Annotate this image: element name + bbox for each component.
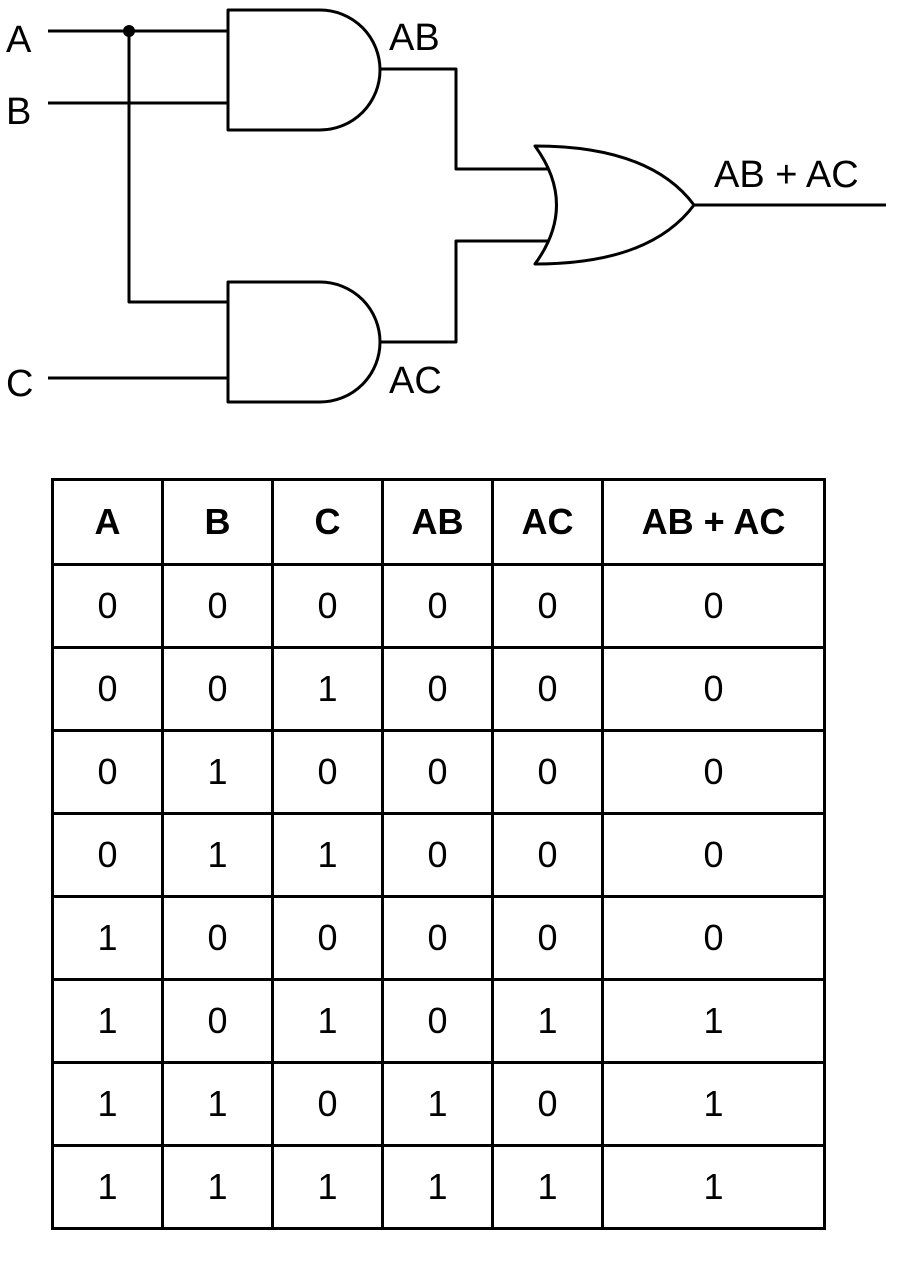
cell-c: 1	[271, 812, 384, 898]
cell-ab: 0	[381, 646, 494, 732]
cell-ab-plus-ac: 0	[601, 646, 826, 732]
cell-c: 0	[271, 563, 384, 649]
cell-ab: 0	[381, 978, 494, 1064]
header-c: C	[271, 478, 384, 566]
cell-ac: 0	[491, 812, 604, 898]
cell-b: 0	[161, 978, 274, 1064]
cell-ab: 1	[381, 1144, 494, 1230]
cell-b: 1	[161, 1061, 274, 1147]
cell-a: 0	[51, 646, 164, 732]
cell-ab: 0	[381, 895, 494, 981]
cell-b: 1	[161, 729, 274, 815]
cell-ac: 0	[491, 646, 604, 732]
header-a: A	[51, 478, 164, 566]
cell-b: 1	[161, 812, 274, 898]
cell-ab-plus-ac: 0	[601, 729, 826, 815]
cell-ac: 0	[491, 1061, 604, 1147]
cell-ab-plus-ac: 1	[601, 1061, 826, 1147]
cell-a: 0	[51, 729, 164, 815]
cell-ab: 0	[381, 563, 494, 649]
cell-ab-plus-ac: 0	[601, 812, 826, 898]
logic-circuit-diagram: A B C AB AC AB + AC	[6, 8, 886, 405]
header-b: B	[161, 478, 274, 566]
input-b-label: B	[6, 91, 31, 133]
cell-ab: 0	[381, 812, 494, 898]
cell-b: 0	[161, 895, 274, 981]
cell-ab: 0	[381, 729, 494, 815]
header-ac: AC	[491, 478, 604, 566]
cell-a: 1	[51, 1061, 164, 1147]
cell-a: 1	[51, 1144, 164, 1230]
and-gate-top	[226, 8, 382, 132]
cell-c: 1	[271, 978, 384, 1064]
table-header-row: A B C AB AC AB + AC	[51, 478, 826, 566]
cell-ab-plus-ac: 0	[601, 563, 826, 649]
junction-dot	[123, 25, 135, 37]
cell-ac: 1	[491, 978, 604, 1064]
or-gate	[533, 144, 696, 266]
cell-a: 0	[51, 563, 164, 649]
cell-b: 0	[161, 563, 274, 649]
cell-ab-plus-ac: 1	[601, 1144, 826, 1230]
cell-a: 0	[51, 812, 164, 898]
wire-a-branch	[127, 31, 228, 304]
cell-ab-plus-ac: 1	[601, 978, 826, 1064]
cell-b: 0	[161, 646, 274, 732]
cell-ac: 0	[491, 729, 604, 815]
wire-ac	[380, 239, 548, 344]
wire-ab	[380, 67, 548, 171]
and2-output-label: AC	[389, 360, 442, 402]
cell-ac: 0	[491, 895, 604, 981]
cell-ac: 1	[491, 1144, 604, 1230]
input-c-label: C	[6, 363, 33, 405]
and-gate-bottom	[226, 280, 382, 404]
cell-c: 0	[271, 895, 384, 981]
or-output-label: AB + AC	[714, 154, 859, 196]
cell-c: 1	[271, 646, 384, 732]
cell-b: 1	[161, 1144, 274, 1230]
and1-output-label: AB	[389, 17, 440, 59]
input-a-label: A	[6, 19, 32, 61]
cell-a: 1	[51, 895, 164, 981]
cell-ab-plus-ac: 0	[601, 895, 826, 981]
header-ab: AB	[381, 478, 494, 566]
cell-a: 1	[51, 978, 164, 1064]
header-ab-plus-ac: AB + AC	[601, 478, 826, 566]
cell-ab: 1	[381, 1061, 494, 1147]
cell-c: 0	[271, 1061, 384, 1147]
cell-c: 0	[271, 729, 384, 815]
cell-c: 1	[271, 1144, 384, 1230]
cell-ac: 0	[491, 563, 604, 649]
